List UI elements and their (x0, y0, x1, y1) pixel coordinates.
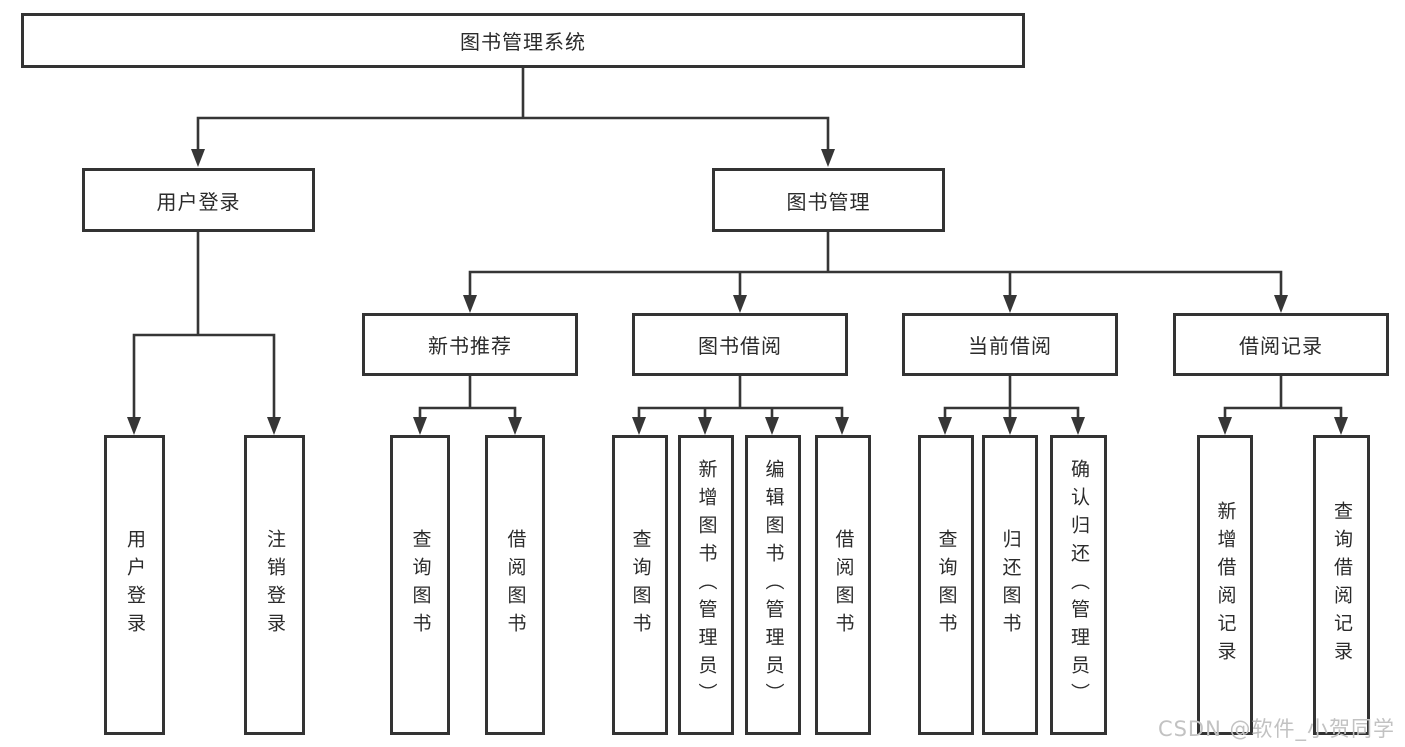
leaf-query-books-borrow: 查询图书 (612, 435, 668, 735)
node-new-book-recommend-label: 新书推荐 (428, 334, 512, 358)
leaf-query-books-current-label: 查询图书 (935, 529, 958, 641)
leaf-user-login-label: 用户登录 (124, 529, 146, 641)
leaf-query-borrow-record-label: 查询借阅记录 (1331, 501, 1353, 669)
leaf-add-book-admin-label: 新增图书（管理员） (695, 459, 718, 711)
node-library-system: 图书管理系统 (21, 13, 1025, 68)
leaf-query-borrow-record: 查询借阅记录 (1313, 435, 1370, 735)
leaf-borrow-books-borrow: 借阅图书 (815, 435, 871, 735)
node-new-book-recommend: 新书推荐 (362, 313, 578, 376)
leaf-query-books-recommend-label: 查询图书 (409, 529, 432, 641)
leaf-edit-book-admin: 编辑图书（管理员） (745, 435, 801, 735)
leaf-query-books-recommend: 查询图书 (390, 435, 450, 735)
leaf-user-login: 用户登录 (104, 435, 165, 735)
node-borrowing-records-label: 借阅记录 (1239, 334, 1323, 358)
node-library-system-label: 图书管理系统 (460, 30, 586, 54)
leaf-logout-label: 注销登录 (264, 529, 286, 641)
leaf-edit-book-admin-label: 编辑图书（管理员） (762, 459, 785, 711)
leaf-confirm-return-admin-label: 确认归还（管理员） (1068, 459, 1090, 711)
leaf-query-books-borrow-label: 查询图书 (629, 529, 652, 641)
leaf-borrow-books-recommend: 借阅图书 (485, 435, 545, 735)
leaf-logout: 注销登录 (244, 435, 305, 735)
node-book-management-label: 图书管理 (786, 189, 871, 214)
node-user-login: 用户登录 (82, 168, 315, 232)
leaf-add-borrow-record-label: 新增借阅记录 (1214, 501, 1237, 669)
node-current-borrowing-label: 当前借阅 (968, 334, 1052, 358)
node-borrowing-records: 借阅记录 (1173, 313, 1389, 376)
leaf-add-book-admin: 新增图书（管理员） (678, 435, 734, 735)
leaf-confirm-return-admin: 确认归还（管理员） (1050, 435, 1107, 735)
leaf-return-books: 归还图书 (982, 435, 1038, 735)
leaf-return-books-label: 归还图书 (999, 529, 1022, 641)
node-book-borrowing-label: 图书借阅 (698, 334, 782, 358)
node-current-borrowing: 当前借阅 (902, 313, 1118, 376)
node-book-management: 图书管理 (712, 168, 945, 232)
node-book-borrowing: 图书借阅 (632, 313, 848, 376)
leaf-borrow-books-borrow-label: 借阅图书 (832, 529, 855, 641)
leaf-add-borrow-record: 新增借阅记录 (1197, 435, 1253, 735)
leaf-query-books-current: 查询图书 (918, 435, 974, 735)
csdn-watermark: CSDN @软件_小贺同学 (1157, 717, 1395, 741)
node-user-login-label: 用户登录 (156, 189, 241, 214)
leaf-borrow-books-recommend-label: 借阅图书 (504, 529, 527, 641)
